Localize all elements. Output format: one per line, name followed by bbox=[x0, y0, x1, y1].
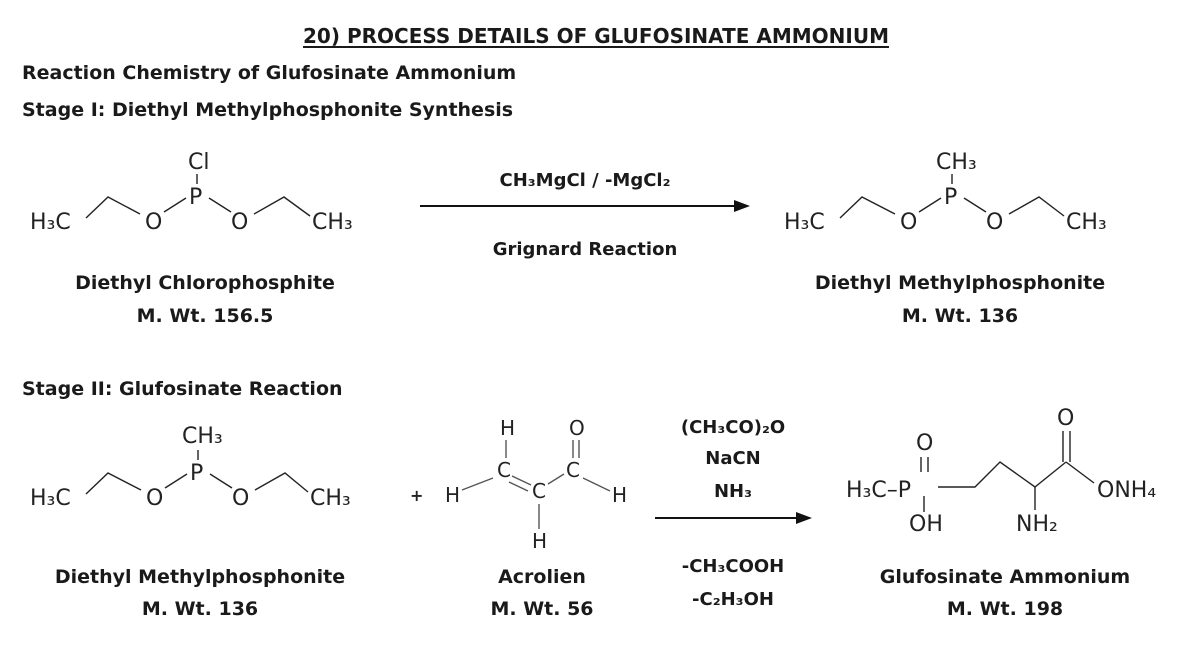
atom-ch3-top: CH₃ bbox=[936, 150, 977, 175]
stage2-byproduct-2: -C₂H₃OH bbox=[692, 589, 774, 610]
bond-ethyl-right bbox=[254, 472, 309, 493]
stage2-reagent-2: NaCN bbox=[705, 448, 761, 469]
atom-p: P bbox=[944, 185, 957, 210]
atom-h-right: H bbox=[612, 483, 627, 507]
bond-c1-c2-b bbox=[508, 481, 529, 492]
stage1-heading: Stage I: Diethyl Methylphosphonite Synth… bbox=[22, 99, 514, 121]
structure-diethyl-chlorophosphite: H₃C O P O CH₃ Cl bbox=[30, 150, 353, 235]
structure-diethyl-methylphosphonite-2: H₃C O P O CH₃ CH₃ bbox=[30, 424, 351, 511]
stage2-reagent-1: (CH₃CO)₂O bbox=[680, 417, 786, 438]
atom-c2: C bbox=[532, 479, 546, 503]
plus-sign: + bbox=[410, 486, 423, 505]
atom-h-top1: H bbox=[500, 416, 515, 440]
stage2-reagent-3: NH₃ bbox=[713, 481, 753, 502]
section-heading: Reaction Chemistry of Glufosinate Ammoni… bbox=[22, 62, 517, 84]
bond-ethyl-left bbox=[839, 196, 896, 219]
atom-o-c: O bbox=[1057, 406, 1074, 431]
stage2-product-mw: M. Wt. 198 bbox=[946, 598, 1064, 620]
atom-h-left: H bbox=[445, 483, 460, 507]
atom-o2: O bbox=[231, 210, 248, 235]
arrowhead-stage1 bbox=[734, 200, 750, 212]
stage2-heading: Stage II: Glufosinate Reaction bbox=[22, 378, 343, 400]
bond-o1-p bbox=[918, 197, 942, 213]
bond-ethyl-left bbox=[85, 472, 142, 495]
structure-diethyl-methylphosphonite: H₃C O P O CH₃ CH₃ bbox=[784, 150, 1107, 235]
atom-o1: O bbox=[145, 210, 162, 235]
atom-p: P bbox=[189, 185, 202, 210]
atom-nh2: NH₂ bbox=[1016, 512, 1058, 537]
bond-c2-c3 bbox=[547, 473, 565, 485]
stage1-reactant-name: Diethyl Chlorophosphite bbox=[75, 272, 335, 294]
atom-onh4: ONH₄ bbox=[1097, 478, 1156, 503]
atom-ch3-top: CH₃ bbox=[182, 424, 223, 449]
stage1-product-mw: M. Wt. 136 bbox=[901, 305, 1019, 327]
stage2-reactant2-mw: M. Wt. 56 bbox=[490, 598, 594, 620]
atom-c1: C bbox=[497, 458, 511, 482]
bond-backbone bbox=[938, 461, 1067, 488]
bond-c3-h bbox=[582, 477, 611, 492]
stage2-reactant2-name: Acrolien bbox=[498, 566, 586, 588]
atom-o2: O bbox=[232, 486, 249, 511]
arrowhead-stage2 bbox=[796, 512, 812, 524]
atom-o-p: O bbox=[916, 431, 933, 456]
atom-h3c: H₃C bbox=[30, 486, 71, 511]
bond-ethyl-right bbox=[253, 196, 311, 217]
bond-o1-p bbox=[163, 197, 187, 213]
bond-o1-p bbox=[164, 473, 188, 489]
bond-c-onh4 bbox=[1065, 461, 1095, 484]
atom-h3c: H₃C bbox=[30, 210, 71, 235]
atom-o: O bbox=[569, 416, 585, 440]
stage2-byproduct-1: -CH₃COOH bbox=[681, 556, 785, 577]
atom-h-bottom: H bbox=[532, 529, 547, 553]
atom-ch3: CH₃ bbox=[312, 210, 353, 235]
atom-oh: OH bbox=[909, 512, 943, 537]
atom-ch3: CH₃ bbox=[310, 486, 351, 511]
atom-h3c-p: H₃C–P bbox=[846, 478, 911, 503]
bond-p-o2 bbox=[963, 197, 987, 213]
atom-p: P bbox=[190, 461, 203, 486]
bond-c1-h-left bbox=[461, 477, 494, 491]
bond-p-o2 bbox=[209, 473, 233, 489]
stage1-reaction-type: Grignard Reaction bbox=[492, 239, 678, 260]
atom-c3: C bbox=[566, 458, 580, 482]
bond-ethyl-right bbox=[1008, 196, 1065, 217]
atom-ch3: CH₃ bbox=[1066, 210, 1107, 235]
structure-acrolein: H O H C C C H H bbox=[445, 416, 627, 553]
atom-cl: Cl bbox=[188, 150, 209, 175]
stage1-product-name: Diethyl Methylphosphonite bbox=[814, 272, 1106, 294]
bond-p-o2 bbox=[208, 197, 232, 213]
stage2-product-name: Glufosinate Ammonium bbox=[879, 566, 1131, 588]
atom-h3c: H₃C bbox=[784, 210, 825, 235]
stage2-reactant1-name: Diethyl Methylphosphonite bbox=[54, 566, 346, 588]
page-title: 20) PROCESS DETAILS OF GLUFOSINATE AMMON… bbox=[303, 24, 889, 48]
bond-c1-c2-a bbox=[511, 475, 532, 486]
stage1-reagent: CH₃MgCl / -MgCl₂ bbox=[499, 170, 671, 191]
atom-o2: O bbox=[986, 210, 1003, 235]
stage2-reactant1-mw: M. Wt. 136 bbox=[141, 598, 259, 620]
atom-o1: O bbox=[900, 210, 917, 235]
atom-o1: O bbox=[146, 486, 163, 511]
structure-glufosinate-ammonium: H₃C–P O OH O ONH₄ NH₂ bbox=[846, 406, 1156, 537]
stage1-reactant-mw: M. Wt. 156.5 bbox=[136, 305, 274, 327]
bond-ethyl-left bbox=[85, 196, 141, 219]
